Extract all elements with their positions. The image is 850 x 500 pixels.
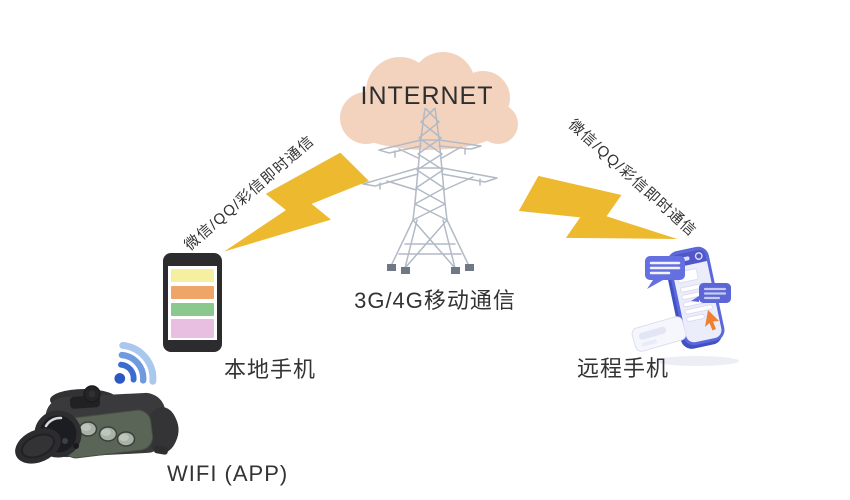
chat-bubble-right-icon [691, 283, 731, 303]
remote-phone-label: 远程手机 [577, 356, 670, 381]
lightning-bolt-left-icon [224, 152, 369, 252]
screen-bar [171, 303, 214, 316]
lightning-bolt-right-icon [518, 175, 678, 239]
cursor-arrow-icon [705, 310, 719, 331]
local-phone-label: 本地手机 [224, 357, 317, 382]
remote-phone-illustration [631, 246, 739, 366]
cell-tower-icon [362, 108, 498, 274]
screen-bar [171, 269, 214, 282]
internet-cloud: INTERNET [328, 46, 526, 150]
local-phone-screen [168, 266, 217, 340]
wifi-signal-icon [114, 342, 157, 385]
screen-bar [171, 286, 214, 299]
screen-bar [171, 319, 214, 338]
tower-label: 3G/4G移动通信 [354, 288, 516, 313]
card-illustration [631, 316, 687, 352]
thermal-binoculars-illustration [15, 385, 179, 464]
phone-shadow [655, 356, 739, 366]
local-phone-illustration [163, 253, 222, 352]
chat-bubble-left-icon [645, 256, 685, 289]
device-label: WIFI (APP) [167, 461, 289, 486]
cloud-icon [340, 52, 518, 150]
internet-label: INTERNET [360, 82, 494, 110]
